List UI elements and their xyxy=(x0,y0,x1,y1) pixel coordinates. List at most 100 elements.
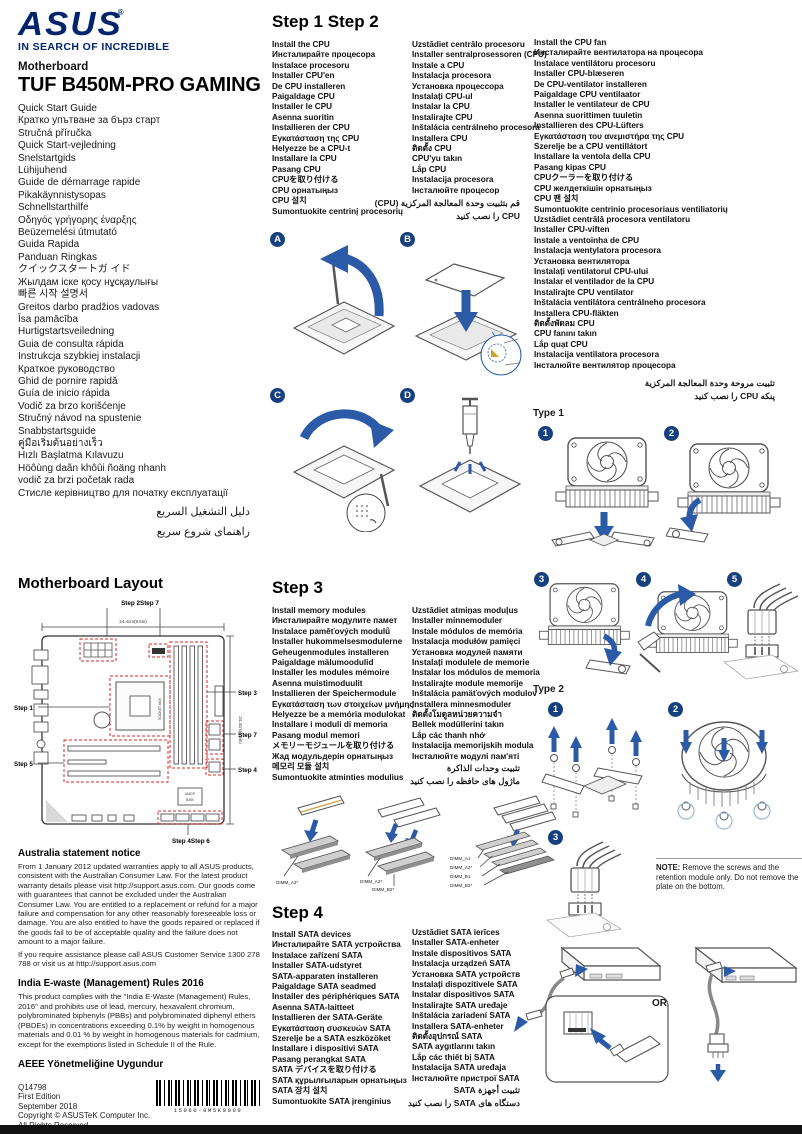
svg-text:Step 1: Step 1 xyxy=(14,705,33,712)
type2-step3-badge: 3 xyxy=(548,830,563,845)
list-item: メモリーモジュールを取り付ける xyxy=(272,741,395,751)
india-notice-title: India E-waste (Management) Rules 2016 xyxy=(18,978,204,990)
registered-mark: ® xyxy=(117,8,124,17)
language-item: Schnellstarthilfe xyxy=(18,202,89,214)
australia-notice-title: Australia statement notice xyxy=(18,848,141,859)
language-item: Hurtigstartsveiledning xyxy=(18,326,115,338)
list-item: CPU желдеткішін орнатыңыз xyxy=(534,183,652,193)
notices-block: Australia statement notice From 1 Januar… xyxy=(18,848,264,1130)
list-item: Installera CPU xyxy=(412,133,468,143)
svg-text:Step 2Step 7: Step 2Step 7 xyxy=(121,600,159,607)
list-item: Instalirajte CPU xyxy=(412,112,473,122)
list-item: Install the CPU xyxy=(272,40,330,49)
type1-step4-diagram xyxy=(637,584,738,673)
svg-text:DIMM_A1: DIMM_A1 xyxy=(450,856,471,861)
list-item: Bellek modüllerini takın xyxy=(412,720,504,730)
language-item: Hızlı Başlatma Kılavuzu xyxy=(18,450,124,462)
list-item: Instalacija SATA uređaja xyxy=(412,1063,507,1073)
list-item: Installer CPU'en xyxy=(272,71,335,81)
barcode: 15060-0M5K0000 xyxy=(156,1080,260,1114)
list-item: Installer minnemoduler xyxy=(412,616,503,626)
list-item: Installer CPU-blæseren xyxy=(534,69,625,79)
list-item: SATA құрылғыларын орнатыңыз xyxy=(272,1075,407,1085)
list-item: Installer SATA-udstyret xyxy=(272,961,362,971)
list-item: ติดตั้งอุปกรณ์ SATA xyxy=(412,1032,483,1042)
list-item: Instalirajte SATA uređaje xyxy=(412,1000,508,1010)
dimm-single-diagram: DIMM_A2* xyxy=(276,795,352,885)
list-item: Установка вентилятора xyxy=(534,256,630,266)
list-item: Lắp quạt CPU xyxy=(534,339,588,349)
list-item: Szerelje be a CPU ventillátort xyxy=(534,142,648,152)
language-item: Ghid de pornire rapidă xyxy=(18,375,118,387)
list-item: Инсталирайте процесора xyxy=(272,50,376,60)
list-item: Instale dispositivos SATA xyxy=(412,948,512,958)
list-item: Installer SATA-enheter xyxy=(412,938,500,948)
motherboard-layout-diagram: Step 2Step 7 24.4cm(9.6in) 24.4cm(9.6in)… xyxy=(14,600,257,845)
language-item: Guía de inicio rápida xyxy=(18,388,110,400)
list-item: CPUを取り付ける xyxy=(272,175,339,185)
svg-text:DIMM_B2*: DIMM_B2* xyxy=(372,887,394,892)
language-item: Стисле керівництво для початку експлуата… xyxy=(18,487,228,499)
list-item: Pasang modul memori xyxy=(272,730,360,740)
list-item: Installer sentralprosessoren (CPU) xyxy=(412,50,547,60)
svg-text:Step 7: Step 7 xyxy=(238,732,257,739)
language-item: Vodič za brzo korišćenje xyxy=(18,400,126,412)
list-item: Sumontuokite SATA įrenginius xyxy=(272,1096,392,1106)
svg-text:B450: B450 xyxy=(186,798,194,802)
svg-text:DIMM_B2*: DIMM_B2* xyxy=(450,883,472,888)
list-item: Uzstādiet atmiņas moduļus xyxy=(412,606,519,615)
list-item: Installer le CPU xyxy=(272,102,333,112)
list-item: CPU'yu takın xyxy=(412,154,463,164)
language-item: Guia de consulta rápida xyxy=(18,338,124,350)
svg-text:DIMM_A2*: DIMM_A2* xyxy=(360,879,382,884)
list-item: ماژول های حافظه را نصب کنید xyxy=(410,776,520,786)
dimm-dual-diagram: DIMM_A2* DIMM_B2* xyxy=(360,797,441,892)
type1-step1-diagram xyxy=(551,437,659,547)
list-item: Installare i moduli di memoria xyxy=(272,720,388,730)
list-item: Installera CPU-fläkten xyxy=(534,308,619,318)
list-item: CPU 팬 설치 xyxy=(534,194,579,204)
svg-text:SOCKET AM4: SOCKET AM4 xyxy=(158,698,162,720)
list-item: پنکه CPU را نصب کنید xyxy=(694,391,775,401)
svg-text:Step 3: Step 3 xyxy=(238,690,257,697)
svg-text:24.4cm(9.6in): 24.4cm(9.6in) xyxy=(119,619,147,624)
list-item: Instale a ventoinha de CPU xyxy=(534,235,640,245)
list-item: Інсталюйте вентилятор процесора xyxy=(534,360,676,370)
page-bottom-bar xyxy=(0,1125,802,1134)
list-item: Установка SATA устройств xyxy=(412,969,521,979)
list-item: Paigaldage CPU xyxy=(272,92,335,102)
type2-step3-fan-connector-diagram xyxy=(546,841,622,938)
list-item: Installieren des CPU-Lüfters xyxy=(534,121,644,131)
barcode-text: 15060-0M5K0000 xyxy=(173,1107,243,1114)
list-item: Inštalácia ventilátora centrálneho proce… xyxy=(534,298,706,308)
type1-label: Type 1 xyxy=(533,408,564,419)
list-item: SATA aygıtlarını takın xyxy=(412,1042,496,1052)
sata-cable-diagram-right xyxy=(694,946,798,1082)
list-item: Instalace zařízení SATA xyxy=(272,950,363,960)
list-item: Instalacija procesora xyxy=(412,175,494,185)
language-item: Guide de démarrage rapide xyxy=(18,177,141,189)
svg-text:Step 5: Step 5 xyxy=(14,761,33,768)
type2-step2-diagram xyxy=(677,721,771,830)
list-item: Installieren der Speichermodule xyxy=(272,689,397,699)
language-item: Snelstartgids xyxy=(18,152,76,164)
step12-heading: Step 1 Step 2 xyxy=(272,12,379,31)
list-item: Instalați CPU-ul xyxy=(412,92,473,102)
step4-heading: Step 4 xyxy=(272,903,324,922)
list-item: دستگاه های SATA را نصب کنید xyxy=(407,1098,520,1108)
list-item: Installare la CPU xyxy=(272,154,337,164)
cpu-lever-close-diagram xyxy=(292,409,396,532)
language-item: Instrukcja szybkiej instalacji xyxy=(18,351,141,363)
note-text: Remove the screws and the retention modu… xyxy=(656,863,799,892)
list-item: قم بتثبيت وحدة المعالجة المركزية (CPU) xyxy=(374,198,520,208)
list-item: Installer CPU-viften xyxy=(534,225,610,235)
list-item: Інсталюйте модулі пам'яті xyxy=(412,751,520,761)
language-item: Quick Start-vejledning xyxy=(18,140,116,152)
list-item: Instalar dispositivos SATA xyxy=(412,990,515,1000)
language-item: クイックスタートガ イド xyxy=(18,264,131,276)
